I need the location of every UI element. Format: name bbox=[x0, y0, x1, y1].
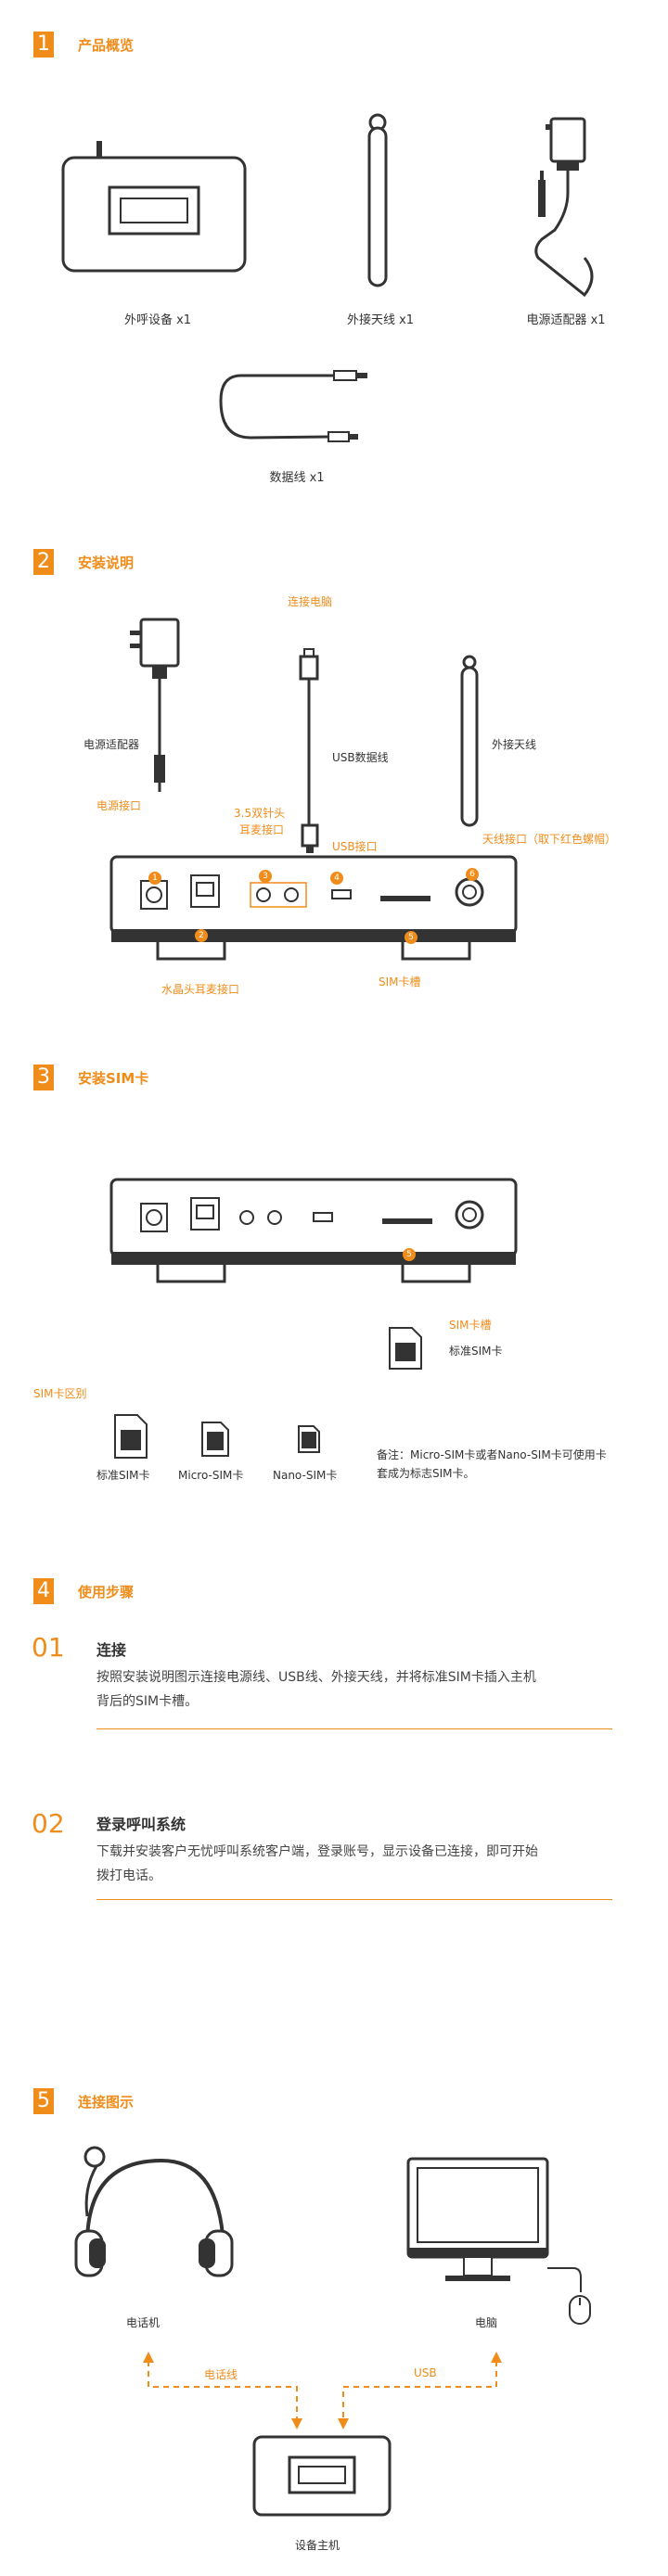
adapter-caption: 电源适配器 x1 bbox=[526, 313, 606, 327]
monitor-icon bbox=[406, 2157, 591, 2325]
host-device-illustration bbox=[252, 2435, 392, 2517]
section-number: 1 bbox=[33, 32, 54, 57]
cable-caption: 数据线 x1 bbox=[269, 471, 325, 485]
section-title: 连接图示 bbox=[78, 2094, 135, 2111]
connect-pc-label: 连接电脑 bbox=[288, 595, 333, 608]
device-caption: 外呼设备 x1 bbox=[123, 313, 192, 327]
sim-type-label: Micro-SIM卡 bbox=[178, 1469, 244, 1482]
step-divider bbox=[96, 1899, 612, 1900]
sim-slot-label: SIM卡槽 bbox=[449, 1319, 492, 1332]
phone-line-label: 电话线 bbox=[204, 2368, 238, 2381]
sim-note-2: 套成为标志SIM卡。 bbox=[377, 1467, 475, 1480]
power-adapter-label: 电源适配器 bbox=[84, 738, 140, 751]
nano-sim-icon bbox=[298, 1425, 320, 1453]
marker-3: 3 bbox=[259, 870, 272, 883]
connection-lines bbox=[143, 2352, 502, 2429]
pc-label: 电脑 bbox=[475, 2316, 498, 2329]
usb-line-label: USB bbox=[414, 2366, 437, 2379]
device-back-panel bbox=[109, 1178, 518, 1283]
sim-type-label: Nano-SIM卡 bbox=[273, 1469, 338, 1482]
usb-cable-label: USB数据线 bbox=[332, 751, 389, 764]
antenna-illustration bbox=[367, 113, 388, 287]
step-description-2: 背后的SIM卡槽。 bbox=[96, 1694, 199, 1709]
headset-icon bbox=[74, 2146, 234, 2277]
sim-diff-title: SIM卡区别 bbox=[33, 1387, 87, 1400]
marker-6: 6 bbox=[466, 868, 479, 881]
antenna-port-label: 天线接口（取下红色螺帽） bbox=[482, 833, 617, 846]
step-description-2: 拨打电话。 bbox=[96, 1868, 161, 1883]
section-number: 5 bbox=[33, 2088, 54, 2114]
jack-label: 3.5双针头 bbox=[234, 807, 286, 820]
marker-4: 4 bbox=[330, 872, 343, 885]
antenna-illustration bbox=[460, 655, 479, 827]
rj-port-label: 水晶头耳麦接口 bbox=[161, 983, 240, 996]
device-back-panel bbox=[109, 855, 518, 961]
section-title: 使用步骤 bbox=[78, 1584, 135, 1600]
section-number: 2 bbox=[33, 549, 54, 575]
jack-label-2: 耳麦接口 bbox=[239, 823, 285, 836]
section-title: 产品概览 bbox=[78, 37, 135, 54]
step-title: 连接 bbox=[96, 1641, 127, 1659]
step-description: 下载并安装客户无忧呼叫系统客户端，登录账号，显示设备已连接，即可开始 bbox=[96, 1844, 538, 1859]
step-description: 按照安装说明图示连接电源线、USB线、外接天线，并将标准SIM卡插入主机 bbox=[96, 1670, 536, 1685]
marker-5: 5 bbox=[403, 1248, 416, 1261]
sim-note: 备注：Micro-SIM卡或者Nano-SIM卡可使用卡 bbox=[377, 1448, 607, 1461]
ext-antenna-label: 外接天线 bbox=[492, 738, 537, 751]
micro-sim-icon bbox=[201, 1422, 229, 1457]
step-divider bbox=[96, 1728, 612, 1729]
sim-card-icon bbox=[389, 1327, 422, 1370]
device-illustration bbox=[61, 141, 247, 273]
standard-sim-icon bbox=[114, 1414, 148, 1459]
antenna-caption: 外接天线 x1 bbox=[346, 313, 415, 327]
section-title: 安装SIM卡 bbox=[78, 1070, 149, 1087]
usb-cable-illustration bbox=[299, 648, 319, 853]
host-label: 设备主机 bbox=[295, 2539, 340, 2552]
section-number: 4 bbox=[33, 1578, 54, 1604]
section-title: 安装说明 bbox=[78, 555, 135, 571]
phone-label: 电话机 bbox=[126, 2316, 161, 2329]
sim-slot-label: SIM卡槽 bbox=[379, 976, 421, 988]
adapter-illustration bbox=[130, 618, 180, 792]
cable-illustration bbox=[219, 370, 367, 442]
usb-port-label: USB接口 bbox=[332, 840, 378, 853]
section-number: 3 bbox=[33, 1065, 54, 1090]
standard-sim-label: 标准SIM卡 bbox=[449, 1345, 503, 1358]
marker-1: 1 bbox=[148, 872, 161, 885]
sim-type-label: 标准SIM卡 bbox=[96, 1469, 150, 1482]
step-title: 登录呼叫系统 bbox=[96, 1816, 186, 1833]
power-port-label: 电源接口 bbox=[96, 799, 142, 812]
marker-5: 5 bbox=[405, 931, 418, 944]
step-number: 01 bbox=[32, 1632, 65, 1663]
adapter-illustration bbox=[534, 117, 594, 298]
step-number: 02 bbox=[32, 1808, 65, 1839]
marker-2: 2 bbox=[195, 929, 208, 942]
